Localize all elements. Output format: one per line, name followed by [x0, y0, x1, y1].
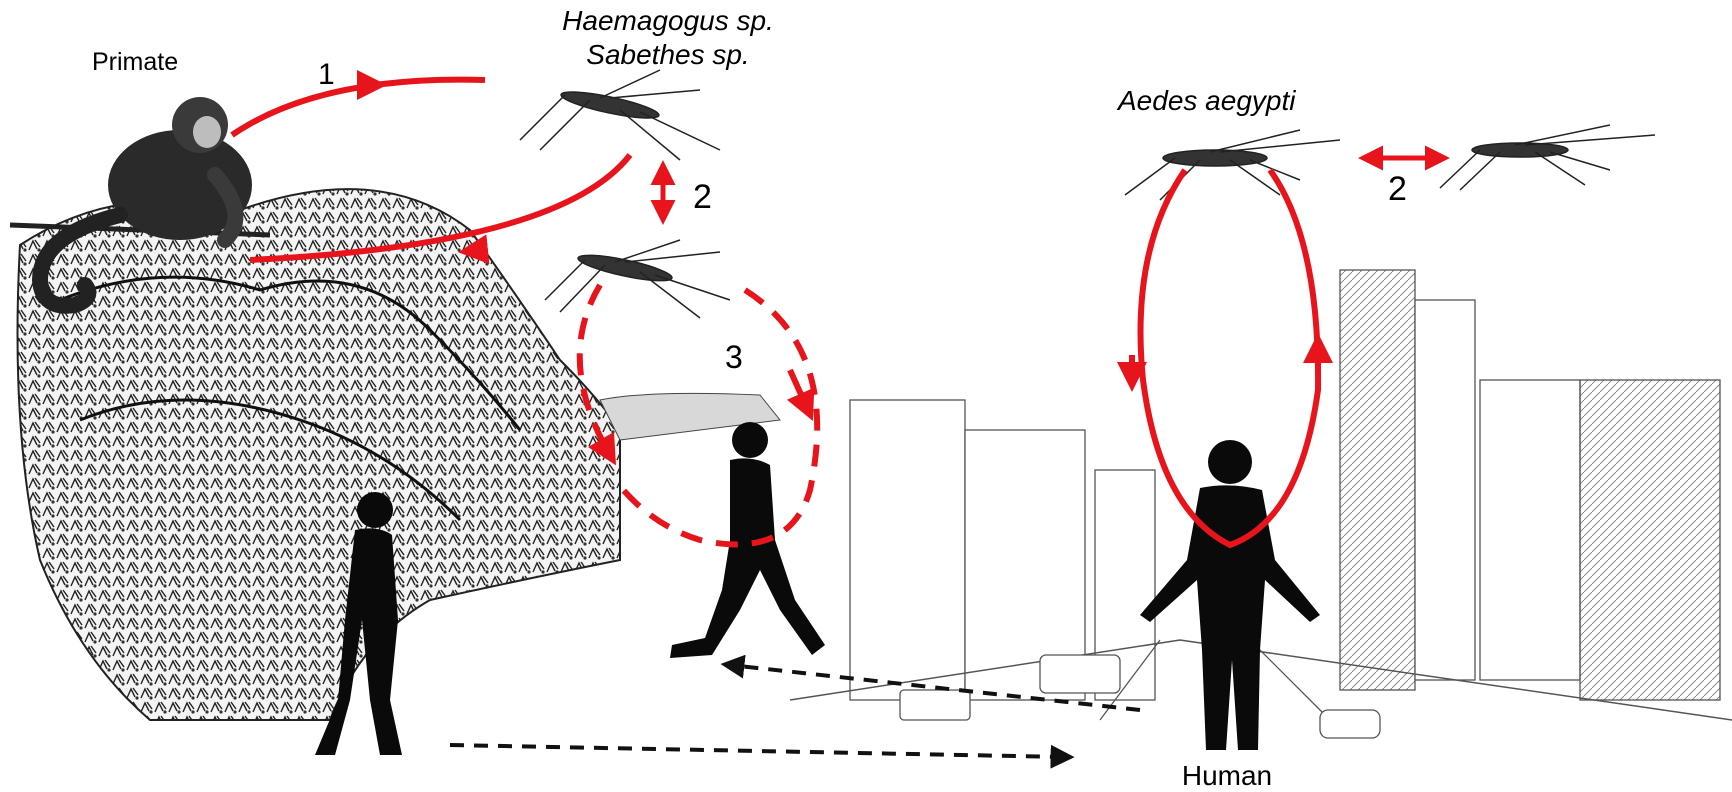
cycle-3-label: 3 — [725, 339, 743, 375]
primate-label: Primate — [92, 48, 178, 76]
sabethes-label: Sabethes sp. — [586, 39, 749, 70]
human-label: Human — [1182, 760, 1272, 791]
cycle-2-sylvatic-label: 2 — [693, 178, 712, 216]
mosquito-icon-sylvatic-bottom — [545, 240, 730, 318]
cycle-1-label: 1 — [318, 58, 335, 91]
mosquito-icon-sylvatic-top — [520, 70, 720, 160]
mosquito-icon-urban-left — [1125, 130, 1340, 200]
haemagogus-label: Haemagogus sp. — [562, 5, 774, 36]
aedes-label: Aedes aegypti — [1116, 85, 1296, 116]
arrow-primate-to-mosquito — [232, 80, 485, 135]
cycle-2-urban-label: 2 — [1388, 170, 1407, 208]
mosquito-icon-urban-right — [1440, 125, 1655, 190]
